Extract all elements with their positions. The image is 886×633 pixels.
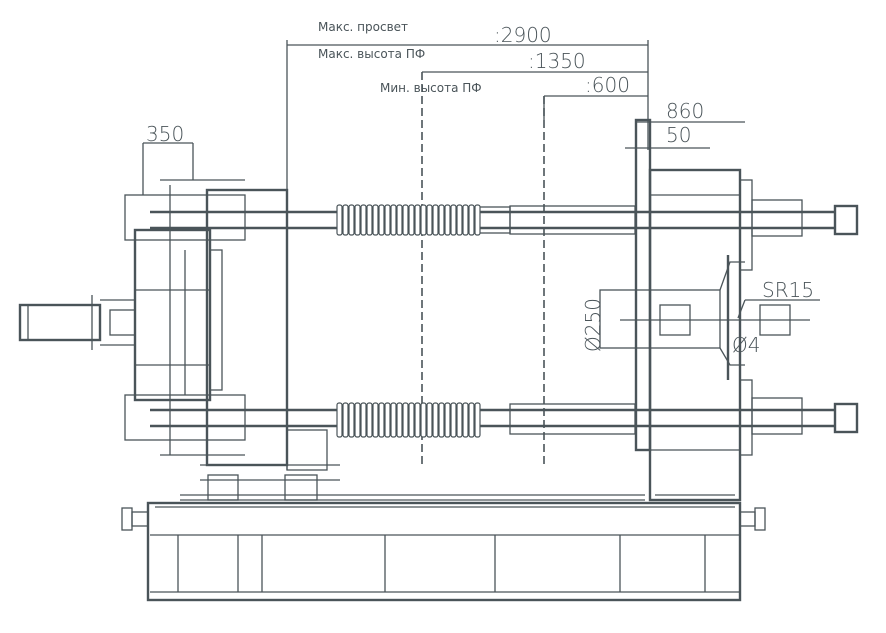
nozzle-offset-value: 50 (666, 123, 691, 147)
bellows-coil (444, 402, 451, 438)
bellows-coil (450, 402, 457, 438)
bellows-coil (354, 402, 361, 438)
bellows-coil (456, 402, 463, 438)
bellows-coil (372, 402, 379, 438)
bellows-coil (462, 204, 469, 236)
bellows-coil (420, 204, 427, 236)
machine-outline (18, 118, 859, 602)
bellows-coil (372, 204, 379, 236)
bellows-coil (384, 204, 391, 236)
bellows-coil (474, 204, 481, 236)
bellows-coil (432, 402, 439, 438)
bellows-coil (414, 402, 421, 438)
bellows-coil (432, 204, 439, 236)
bellows-coil (426, 402, 433, 438)
bellows-coil (456, 204, 463, 236)
bellows-coil (336, 402, 343, 438)
bellows-coil (378, 204, 385, 236)
bellows-coil (402, 402, 409, 438)
bellows-coil (438, 402, 445, 438)
bellows-coil (390, 204, 397, 236)
bellows-coil (348, 402, 355, 438)
bellows-coil (444, 204, 451, 236)
bellows-coil (396, 204, 403, 236)
bellows-coil (360, 402, 367, 438)
nozzle-hole-diameter-value: Ø4 (732, 333, 760, 357)
bellows-coil (468, 402, 475, 438)
bellows-coil (408, 204, 415, 236)
max-daylight-label: Макс. просвет (318, 20, 408, 34)
bellows-coil (462, 402, 469, 438)
bellows-coil (468, 204, 475, 236)
bellows-coil (438, 204, 445, 236)
bellows-coil (342, 204, 349, 236)
max-mold-height-value: :1350 (528, 49, 586, 73)
bellows-coil (408, 402, 415, 438)
locating-ring-diameter-value: Ø250 (581, 298, 605, 352)
bellows-coil (414, 204, 421, 236)
bellows-coil (366, 402, 373, 438)
bellows-coil (402, 204, 409, 236)
bellows-coil (396, 402, 403, 438)
bellows (336, 204, 481, 438)
nozzle-distance-value: 860 (666, 99, 704, 123)
bellows-coil (378, 402, 385, 438)
bellows-coil (474, 402, 481, 438)
bellows-coil (366, 204, 373, 236)
min-mold-height-label: Мин. высота ПФ (380, 81, 482, 95)
bellows-coil (342, 402, 349, 438)
bellows-coil (348, 204, 355, 236)
bellows-coil (420, 402, 427, 438)
bellows-coil (426, 204, 433, 236)
max-daylight-value: :2900 (494, 23, 552, 47)
bellows-coil (450, 204, 457, 236)
bellows-coil (336, 204, 343, 236)
max-mold-height-label: Макс. высота ПФ (318, 47, 425, 61)
bellows-coil (390, 402, 397, 438)
ejector-stroke-value: 350 (146, 122, 184, 146)
bellows-coil (360, 204, 367, 236)
bellows-coil (384, 402, 391, 438)
min-mold-height-value: :600 (585, 73, 630, 97)
bellows-coil (354, 204, 361, 236)
nozzle-radius-value: SR15 (762, 278, 814, 302)
